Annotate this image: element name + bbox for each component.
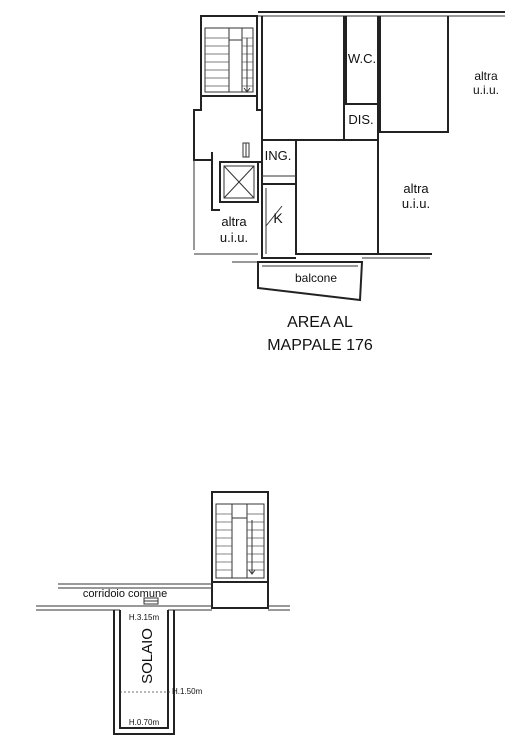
corridor-label: corridoio comune	[83, 588, 167, 600]
solaio-door-symbol	[143, 597, 159, 605]
room-label-kitchen: K	[273, 210, 283, 226]
neighbor-label-top-right-1: altra	[474, 69, 498, 83]
solaio-room	[113, 610, 175, 735]
attic-plan: corridoio comune SOLAIO H.3.15m H.1.50m …	[36, 491, 290, 735]
elevator-shaft	[211, 160, 262, 211]
room-label-wc: W.C.	[348, 51, 376, 66]
neighbor-label-left-2: u.i.u.	[220, 230, 248, 245]
entrance-door-symbol	[242, 142, 250, 158]
height-label-top: H.3.15m	[129, 613, 160, 622]
apartment-plan: W.C. DIS. ING. K balcone altra u.i.u. al…	[193, 11, 505, 354]
staircase-upper	[193, 15, 262, 161]
neighbor-label-left-1: altra	[221, 214, 247, 229]
area-caption-line-2: MAPPALE 176	[267, 337, 373, 354]
room-label-dis: DIS.	[348, 112, 373, 127]
height-label-bottom: H.0.70m	[129, 718, 160, 727]
neighbor-label-mid-right-2: u.i.u.	[402, 196, 430, 211]
height-label-middle: H.1.50m	[172, 687, 203, 696]
area-caption-line-1: AREA AL	[287, 314, 353, 331]
common-corridor	[36, 583, 290, 611]
neighbor-label-top-right-2: u.i.u.	[473, 83, 499, 97]
room-label-balcony: balcone	[295, 271, 337, 285]
solaio-room-label: SOLAIO	[139, 628, 156, 684]
balcony	[257, 261, 364, 302]
neighbor-label-mid-right-1: altra	[403, 181, 429, 196]
staircase-lower	[211, 491, 269, 609]
room-label-ing: ING.	[265, 148, 292, 163]
